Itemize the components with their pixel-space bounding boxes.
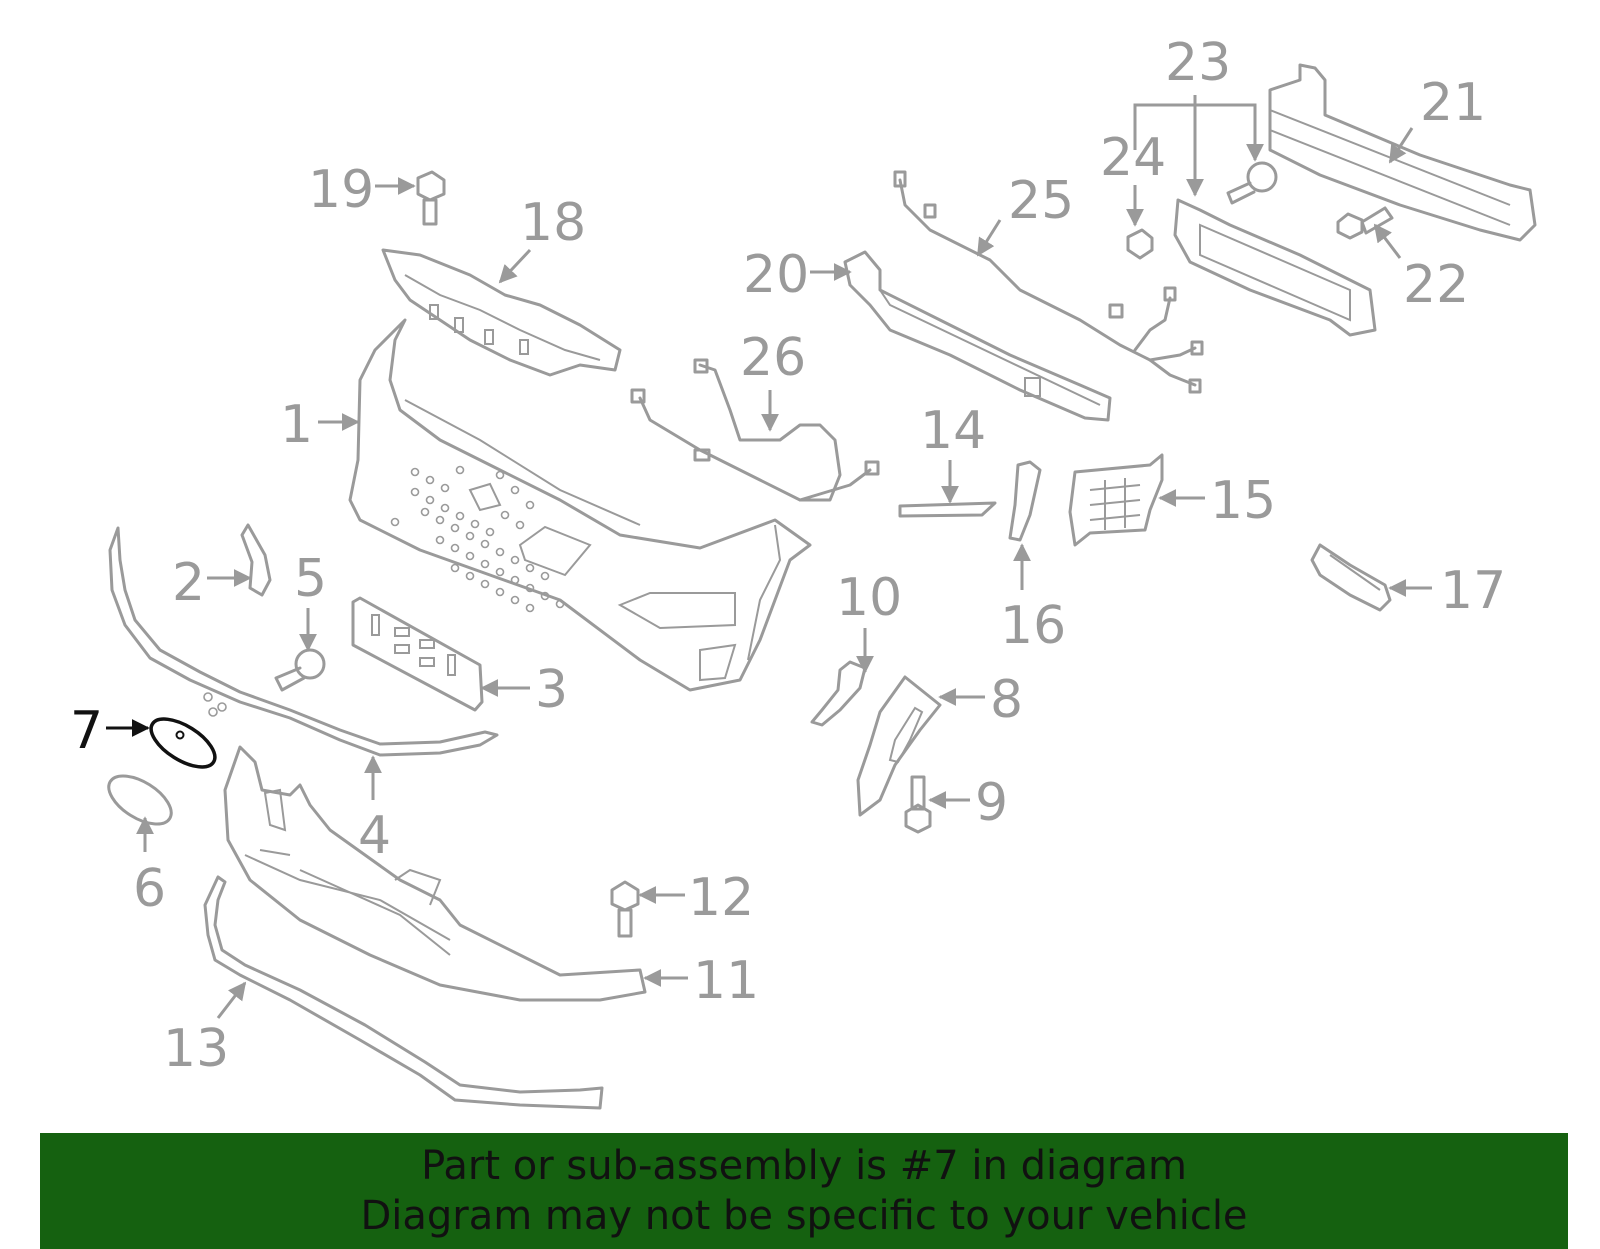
- callout-11[interactable]: 11: [693, 951, 759, 1011]
- part-12-bolt[interactable]: [610, 880, 640, 938]
- callout-26[interactable]: 26: [740, 328, 806, 388]
- callout-2[interactable]: 2: [172, 553, 205, 613]
- part-6-emblem-base[interactable]: [101, 766, 179, 834]
- callout-10[interactable]: 10: [836, 568, 902, 628]
- callout-6[interactable]: 6: [133, 859, 166, 919]
- part-26-wiring-harness[interactable]: [630, 358, 880, 502]
- callout-12[interactable]: 12: [688, 868, 754, 928]
- part-4-trim-strip[interactable]: [108, 526, 499, 757]
- part-25-wiring-harness[interactable]: [893, 170, 1204, 394]
- part-22-bolt[interactable]: [1336, 206, 1394, 240]
- callout-14[interactable]: 14: [920, 401, 986, 461]
- callout-15[interactable]: 15: [1210, 471, 1276, 531]
- part-18-upper-bracket[interactable]: [381, 248, 622, 377]
- banner-line-part-notice: Part or sub-assembly is #7 in diagram: [421, 1143, 1187, 1189]
- part-11-lower-bumper[interactable]: [223, 745, 647, 1002]
- part-20-absorber[interactable]: [843, 250, 1112, 422]
- part-21-reinforcement-beam[interactable]: [1268, 63, 1537, 242]
- part-7-emblem[interactable]: [143, 710, 222, 777]
- callout-4[interactable]: 4: [358, 806, 391, 866]
- parts-diagram: 1 2 3 4 5 6 7 8 9 10 11 12 13 14 15 16 1…: [70, 33, 1537, 1110]
- part-8-side-bracket[interactable]: [856, 675, 942, 817]
- callout-20[interactable]: 20: [743, 245, 809, 305]
- callout-labels: 1 2 3 4 5 6 7 8 9 10 11 12 13 14 15 16 1…: [70, 33, 1506, 1079]
- callout-24[interactable]: 24: [1100, 128, 1166, 188]
- part-14-trim[interactable]: [898, 501, 997, 518]
- part-23-screw[interactable]: [1226, 161, 1278, 205]
- callout-22[interactable]: 22: [1403, 255, 1469, 315]
- banner-line-disclaimer: Diagram may not be specific to your vehi…: [360, 1193, 1248, 1239]
- leader-lines: [106, 95, 1432, 1019]
- callout-8[interactable]: 8: [990, 670, 1023, 730]
- part-3-license-bracket[interactable]: [351, 596, 484, 712]
- callout-21[interactable]: 21: [1420, 73, 1486, 133]
- grille-mesh: [390, 465, 565, 613]
- part-13-lower-trim[interactable]: [203, 875, 604, 1110]
- part-5-screw[interactable]: [274, 648, 326, 692]
- part-17-bracket[interactable]: [1310, 543, 1392, 612]
- callout-9[interactable]: 9: [975, 773, 1008, 833]
- callout-18[interactable]: 18: [520, 193, 586, 253]
- callout-19[interactable]: 19: [308, 160, 374, 220]
- part-19-bolt[interactable]: [416, 170, 446, 226]
- callout-5[interactable]: 5: [294, 549, 327, 609]
- callout-16[interactable]: 16: [1000, 596, 1066, 656]
- part-16-bracket[interactable]: [1008, 460, 1042, 542]
- part-9-bolt[interactable]: [904, 775, 932, 834]
- part-2-bracket[interactable]: [240, 523, 272, 597]
- callout-25[interactable]: 25: [1008, 171, 1074, 231]
- part-15-bracket[interactable]: [1068, 453, 1164, 547]
- part-10-bracket[interactable]: [810, 660, 867, 727]
- callout-1[interactable]: 1: [280, 395, 313, 455]
- part-1-bumper-cover[interactable]: [348, 318, 812, 692]
- callout-3[interactable]: 3: [535, 660, 568, 720]
- callout-17[interactable]: 17: [1440, 561, 1506, 621]
- callout-23[interactable]: 23: [1165, 33, 1231, 93]
- part-23-lower-absorber[interactable]: [1173, 198, 1377, 337]
- callout-7[interactable]: 7: [70, 701, 103, 761]
- callout-13[interactable]: 13: [163, 1019, 229, 1079]
- part-24-clip[interactable]: [1126, 228, 1154, 260]
- notice-banner: Part or sub-assembly is #7 in diagram Di…: [40, 1133, 1568, 1249]
